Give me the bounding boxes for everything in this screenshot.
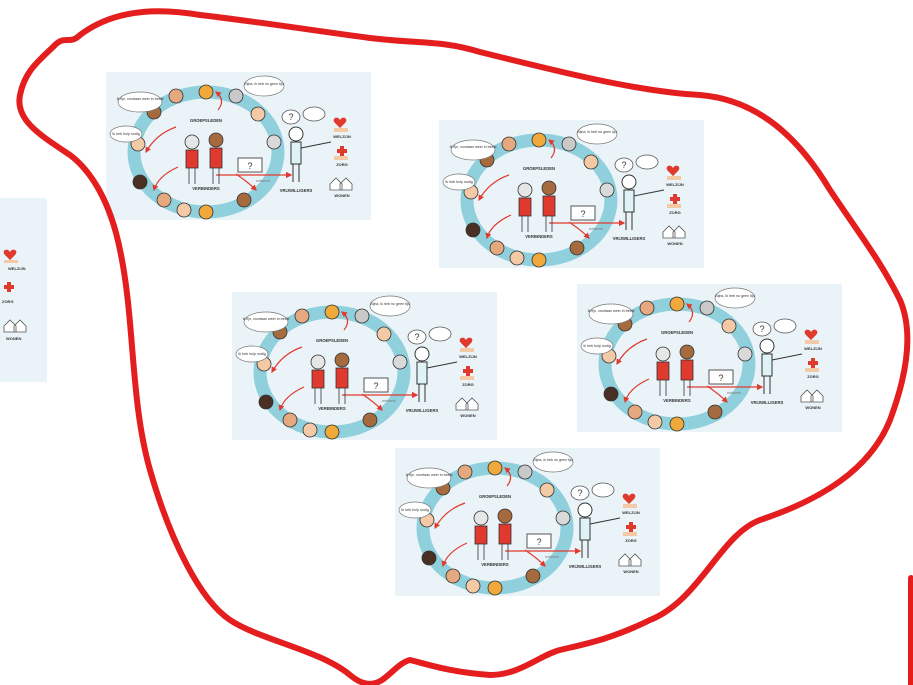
network-diagram-card-2: [439, 120, 704, 268]
network-diagram-card-3: [232, 292, 497, 440]
network-diagram-card-5: [395, 448, 660, 596]
care-label-partial: ZORG: [2, 299, 14, 304]
housing-label-partial: WONEN: [6, 336, 21, 341]
network-diagram-card-left-partial: WELZIJN ZORG WONEN: [0, 198, 47, 382]
network-diagram-card-1: [106, 72, 371, 220]
welfare-label-partial: WELZIJN: [8, 266, 26, 271]
network-diagram-card-4: [577, 284, 842, 432]
